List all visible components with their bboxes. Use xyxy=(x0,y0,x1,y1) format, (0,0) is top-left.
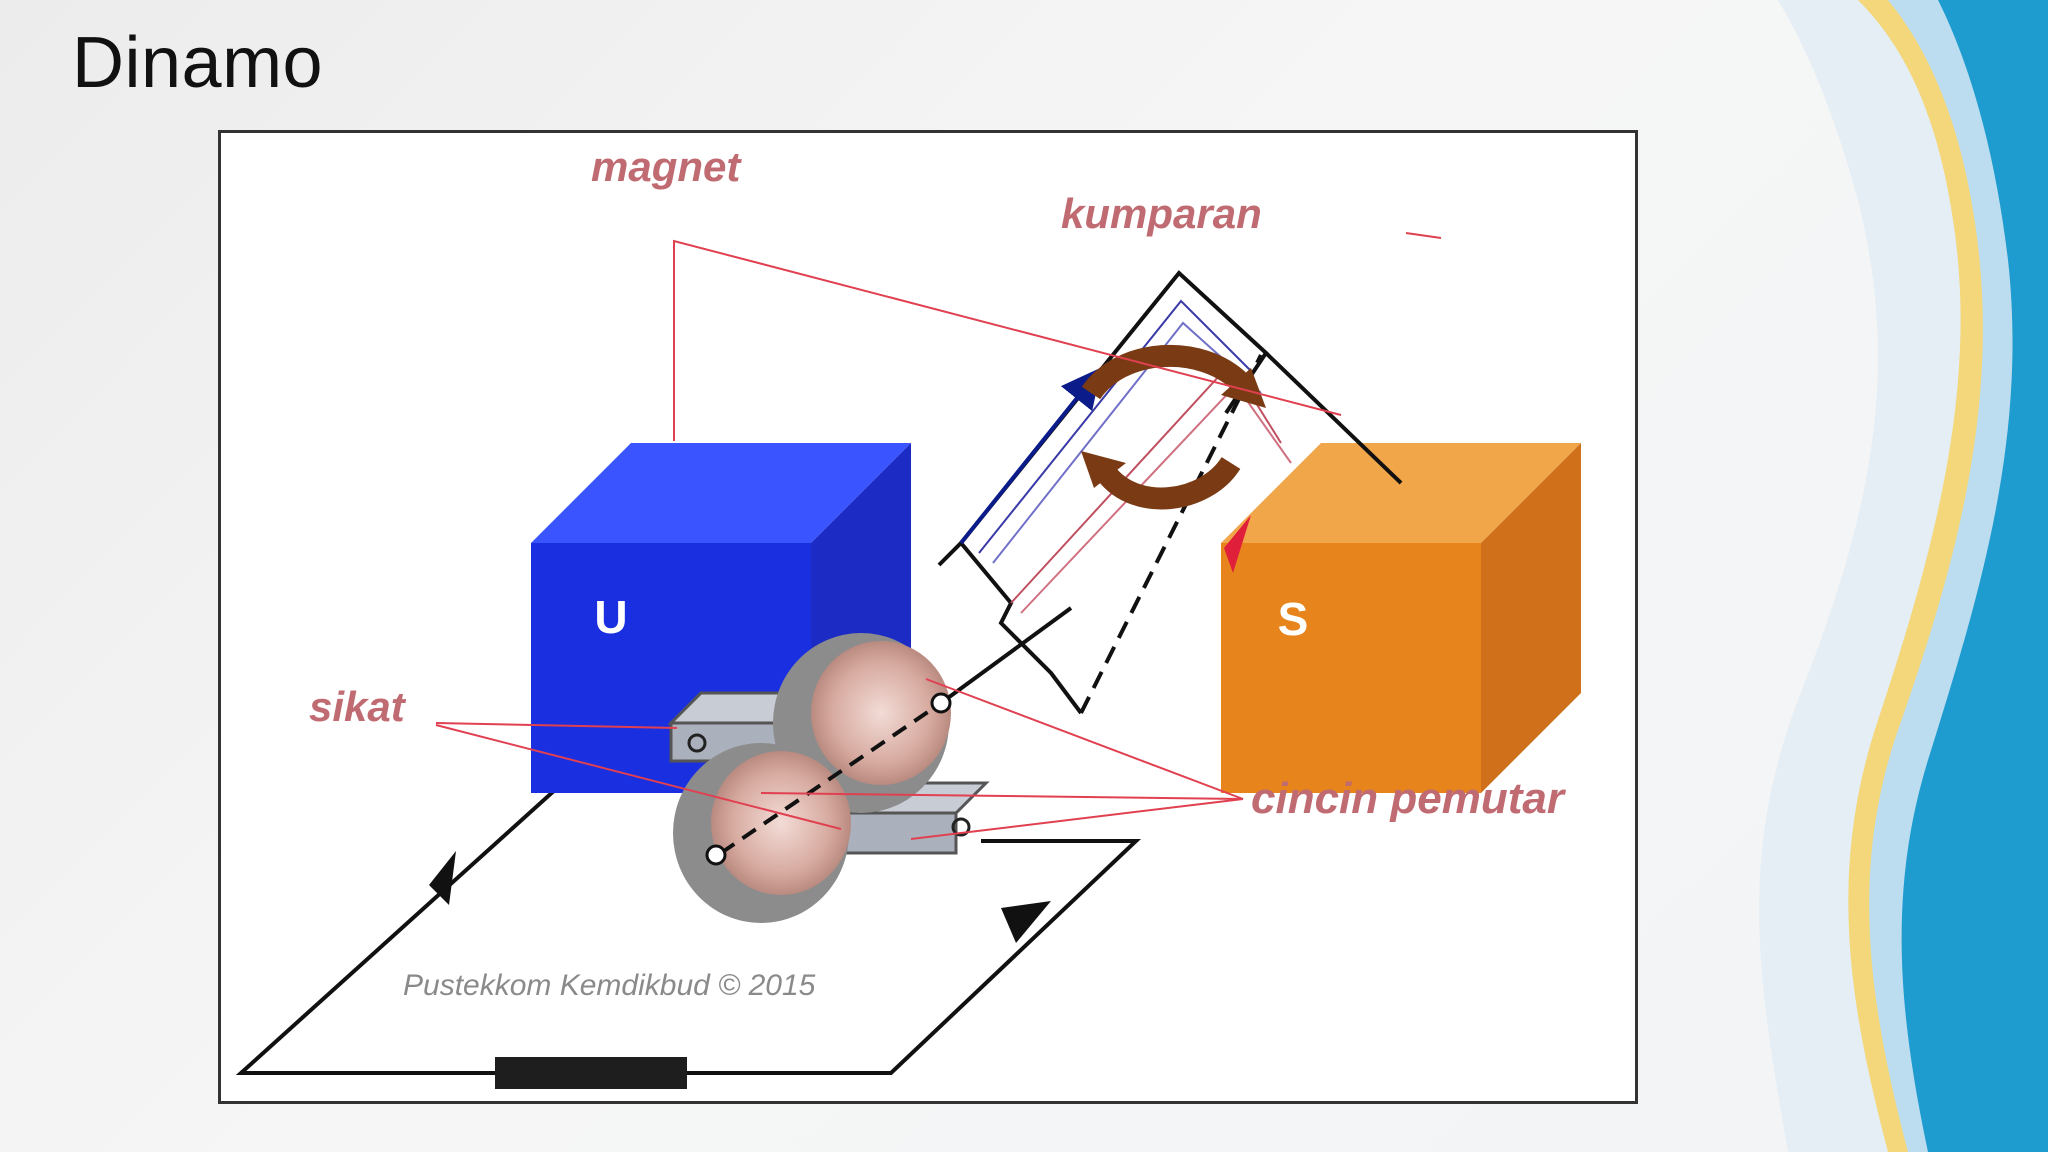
dynamo-diagram: U S xyxy=(218,130,1638,1104)
slip-rings xyxy=(673,606,1073,923)
south-magnet: S xyxy=(1221,443,1581,793)
magnet-label: magnet xyxy=(591,143,742,190)
south-pole-label: S xyxy=(1278,593,1309,645)
resistor-load xyxy=(495,1057,687,1089)
rotation-arrow xyxy=(1081,344,1266,510)
labels: magnet kumparan sikat cincin pemutar Pus… xyxy=(309,143,1567,1002)
external-circuit xyxy=(235,751,1142,1089)
image-credit: Pustekkom Kemdikbud © 2015 xyxy=(403,969,816,1002)
decorative-wave xyxy=(1759,0,2048,1152)
coil-label: kumparan xyxy=(1061,190,1262,237)
dynamo-illustration: U S xyxy=(235,143,1581,1089)
slip-ring-label: cincin pemutar xyxy=(1251,774,1567,823)
north-pole-label: U xyxy=(594,591,627,643)
current-arrow-down xyxy=(429,851,456,905)
slide-title: Dinamo xyxy=(72,23,324,103)
brush-label: sikat xyxy=(309,683,407,730)
current-arrow-up xyxy=(1001,901,1051,943)
leader-lines xyxy=(435,232,1442,840)
